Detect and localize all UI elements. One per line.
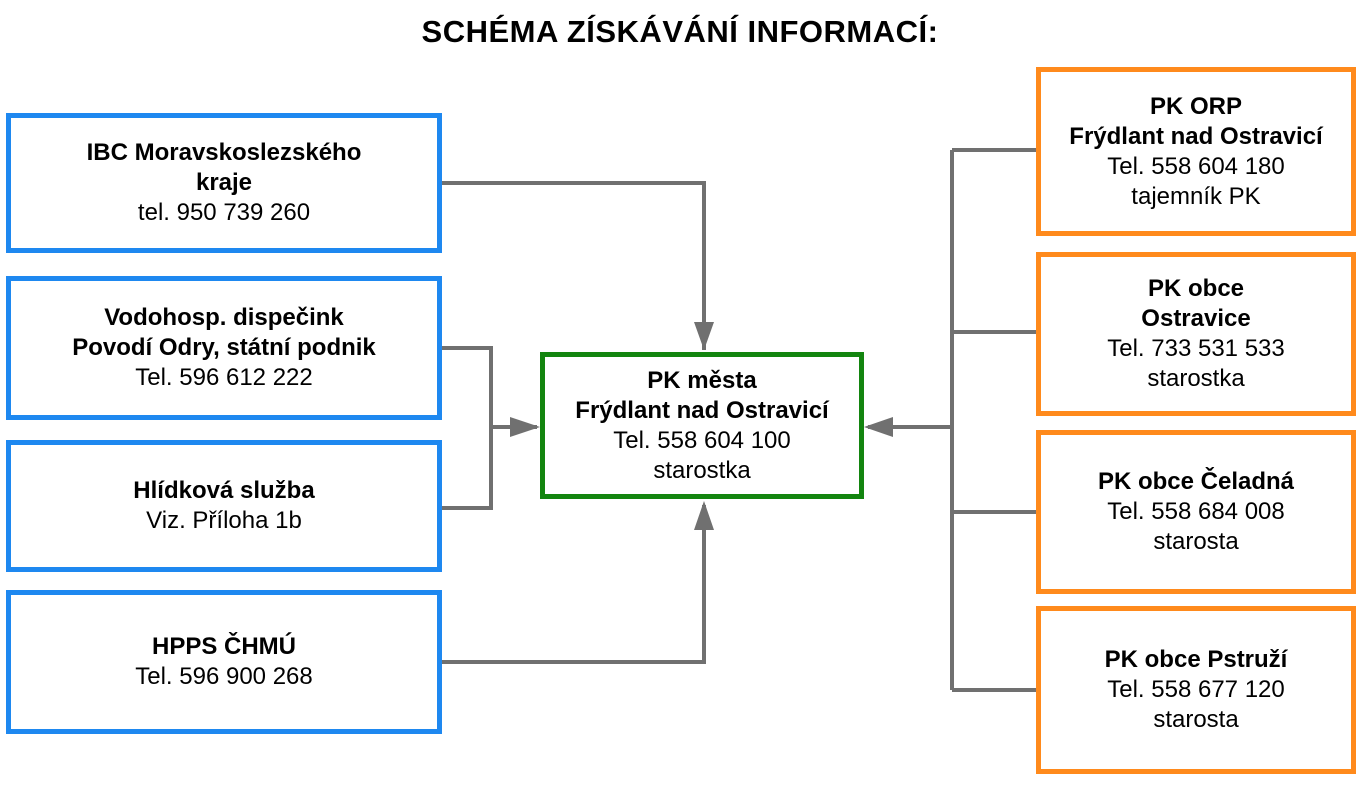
source-name: Vodohosp. dispečink — [104, 304, 344, 331]
center-name-cont: Frýdlant nad Ostravicí — [575, 396, 829, 424]
diagram-title: SCHÉMA ZÍSKÁVÁNÍ INFORMACÍ: — [421, 14, 939, 49]
municipality-role: tajemník PK — [1131, 182, 1261, 210]
source-box-ibc: IBC Moravskoslezského kraje tel. 950 739… — [6, 113, 442, 253]
center-name: PK města — [647, 366, 757, 394]
center-phone: Tel. 558 604 100 — [613, 426, 791, 454]
municipality-role: starosta — [1153, 706, 1239, 733]
municipality-name: PK ORP — [1149, 92, 1242, 120]
source-name: HPPS ČHMÚ — [151, 633, 296, 660]
municipality-role: starostka — [1147, 365, 1245, 392]
municipality-box-pstruzi: PK obce Pstruží Tel. 558 677 120 starost… — [1036, 606, 1356, 774]
source-note: Viz. Příloha 1b — [146, 507, 302, 534]
municipality-phone: Tel. 558 604 180 — [1107, 152, 1285, 180]
source-phone: Tel. 596 612 222 — [135, 364, 313, 391]
municipality-role: starosta — [1153, 528, 1239, 555]
arrowhead-right — [864, 417, 893, 437]
source-phone: tel. 950 739 260 — [137, 199, 311, 226]
municipality-box-celadna: PK obce Čeladná Tel. 558 684 008 starost… — [1036, 430, 1356, 594]
arrowhead-bottom — [694, 501, 714, 530]
center-role: starostka — [653, 456, 751, 484]
source-box-vodohosp: Vodohosp. dispečink Povodí Odry, státní … — [6, 276, 442, 420]
center-box-pk-mesta: PK města Frýdlant nad Ostravicí Tel. 558… — [540, 352, 864, 499]
municipality-name-cont: Frýdlant nad Ostravicí — [1069, 122, 1323, 150]
arrowhead-left — [510, 417, 540, 437]
municipality-box-ostravice: PK obce Ostravice Tel. 733 531 533 staro… — [1036, 252, 1356, 416]
municipality-box-orp: PK ORP Frýdlant nad Ostravicí Tel. 558 6… — [1036, 67, 1356, 236]
source-box-hpps: HPPS ČHMÚ Tel. 596 900 268 — [6, 590, 442, 734]
municipality-phone: Tel. 558 684 008 — [1107, 498, 1285, 525]
source-phone: Tel. 596 900 268 — [135, 663, 313, 690]
source-name-cont: kraje — [195, 169, 253, 196]
connector-hpps — [442, 505, 706, 664]
connector-ibc — [442, 181, 706, 350]
municipality-name-cont: Ostravice — [1141, 305, 1251, 332]
source-name: IBC Moravskoslezského — [86, 139, 362, 166]
connector-vodohosp — [442, 346, 493, 510]
source-name-cont: Povodí Odry, státní podnik — [72, 334, 376, 361]
source-name: Hlídková služba — [133, 477, 315, 504]
municipality-name: PK obce Čeladná — [1097, 468, 1295, 495]
municipality-name: PK obce Pstruží — [1104, 646, 1288, 673]
source-box-hlidkova: Hlídková služba Viz. Příloha 1b — [6, 440, 442, 572]
arrowhead-top — [694, 322, 714, 350]
municipality-phone: Tel. 558 677 120 — [1107, 676, 1285, 703]
municipality-phone: Tel. 733 531 533 — [1107, 335, 1285, 362]
municipality-name: PK obce — [1147, 275, 1245, 302]
